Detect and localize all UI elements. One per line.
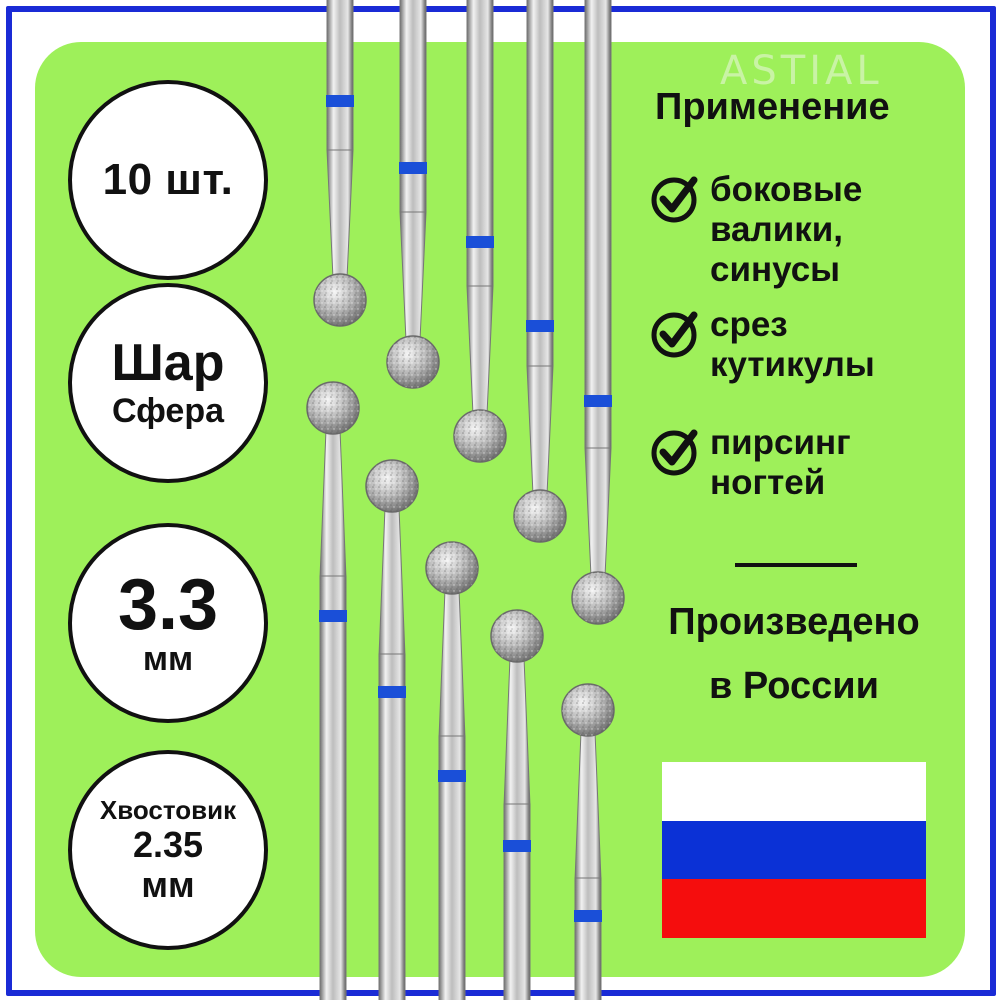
usage-item: срез кутикулы bbox=[650, 305, 875, 385]
shank-badge: Хвостовик 2.35 мм bbox=[68, 750, 268, 950]
shape-primary-text: Шар bbox=[111, 334, 225, 392]
flag-stripe-blue bbox=[662, 820, 926, 880]
check-circle-icon bbox=[651, 176, 698, 223]
russia-flag-icon bbox=[662, 762, 926, 939]
drill-bit bbox=[513, 0, 567, 543]
origin-text: Произведено в России bbox=[668, 601, 920, 707]
size-badge: 3.3 мм bbox=[68, 523, 268, 723]
drill-bit bbox=[386, 0, 440, 389]
flag-stripe-red bbox=[662, 879, 926, 939]
shape-secondary-text: Сфера bbox=[112, 392, 224, 430]
usage-title: Применение bbox=[655, 86, 890, 128]
drill-bit bbox=[313, 0, 367, 327]
drill-bit bbox=[561, 683, 615, 1000]
usage-item: пирсинг ногтей bbox=[650, 423, 851, 503]
shank-unit: мм bbox=[141, 864, 195, 905]
usage-item-text: пирсинг ногтей bbox=[710, 423, 851, 502]
shank-value: 2.35 bbox=[132, 824, 204, 865]
drill-bit bbox=[306, 381, 360, 1000]
shank-label: Хвостовик bbox=[99, 795, 237, 825]
usage-item-text: боковые валики, синусы bbox=[710, 170, 863, 289]
count-badge: 10 шт. bbox=[68, 80, 268, 280]
usage-item-text: срез кутикулы bbox=[710, 305, 875, 384]
shape-badge: Шар Сфера bbox=[68, 283, 268, 483]
brand-watermark: ASTIAL bbox=[720, 48, 883, 94]
count-text: 10 шт. bbox=[102, 155, 234, 204]
check-circle-icon bbox=[651, 311, 698, 358]
usage-item: боковые валики, синусы bbox=[650, 170, 862, 290]
drill-bit bbox=[365, 459, 419, 1000]
size-unit: мм bbox=[142, 640, 194, 678]
drill-bit bbox=[490, 609, 544, 1000]
drill-bit bbox=[425, 541, 479, 1000]
drill-bit bbox=[453, 0, 507, 463]
drill-bit bbox=[571, 0, 625, 625]
size-value: 3.3 bbox=[117, 565, 219, 645]
flag-stripe-white bbox=[662, 762, 926, 821]
divider bbox=[735, 563, 857, 567]
check-circle-icon bbox=[651, 429, 698, 476]
